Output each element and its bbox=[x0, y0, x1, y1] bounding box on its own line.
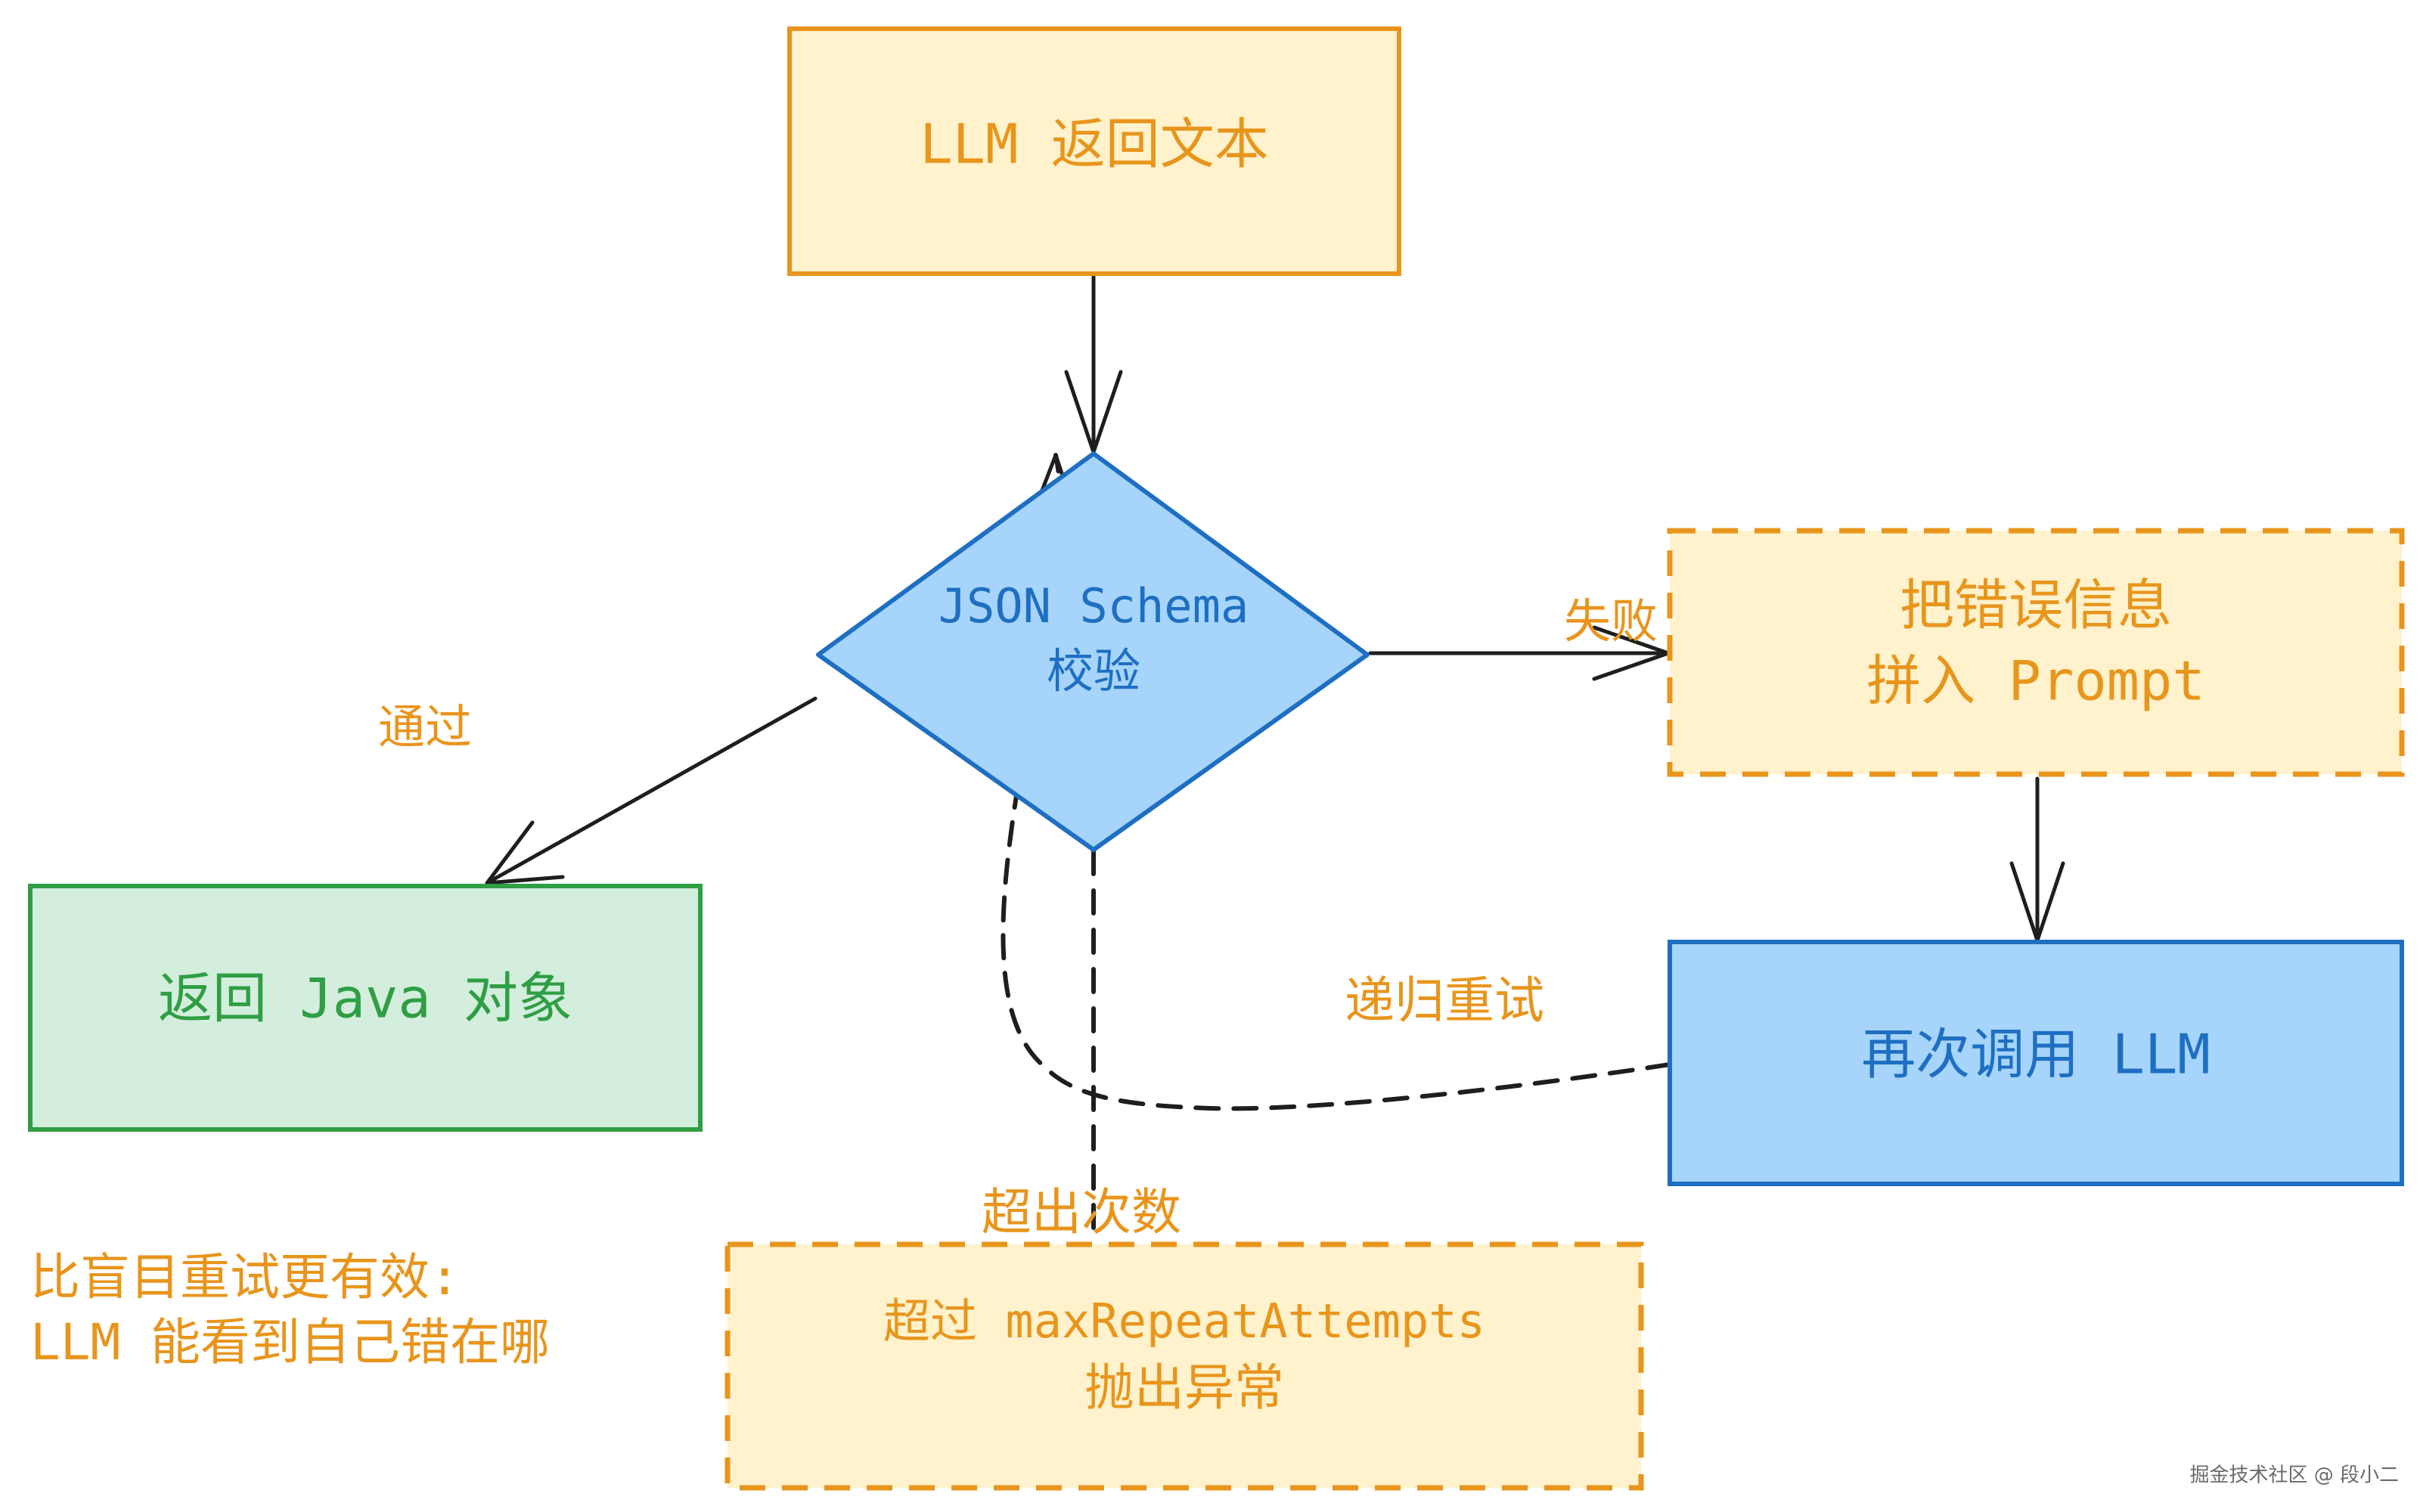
node-append-error-line2: 拼入 Prompt bbox=[1866, 649, 2204, 713]
watermark-text: 掘金技术社区 @ 段小二 bbox=[2189, 1464, 2399, 1487]
node-return-java-object[interactable]: 返回 Java 对象 bbox=[28, 884, 703, 1132]
node-schema-check-line1: JSON Schema bbox=[939, 578, 1249, 634]
node-llm-return-text[interactable]: LLM 返回文本 bbox=[787, 26, 1401, 276]
node-exceed-attempts-line1: 超过 maxRepeatAttempts bbox=[883, 1294, 1485, 1349]
edge-label-pass: 通过 bbox=[378, 699, 472, 754]
note-line1: 比盲目重试更有效: bbox=[30, 1248, 460, 1306]
node-append-error-line1: 把错误信息 bbox=[1900, 574, 2172, 637]
note-line2: LLM 能看到自己错在哪 bbox=[30, 1313, 550, 1371]
node-llm-return-text-label: LLM 返回文本 bbox=[920, 113, 1268, 176]
node-return-java-object-label: 返回 Java 对象 bbox=[158, 967, 572, 1030]
node-call-llm-again[interactable]: 再次调用 LLM bbox=[1668, 940, 2404, 1186]
node-append-error[interactable]: 把错误信息 拼入 Prompt bbox=[1667, 528, 2405, 777]
node-schema-check-line2: 校验 bbox=[1047, 643, 1140, 699]
node-exceed-attempts-line2: 抛出异常 bbox=[1084, 1359, 1284, 1417]
edge-append-to-call bbox=[2009, 776, 2065, 943]
edge-label-recursive-retry: 递归重试 bbox=[1345, 971, 1544, 1030]
edge-pass bbox=[485, 696, 818, 885]
node-call-llm-again-label: 再次调用 LLM bbox=[1861, 1023, 2210, 1086]
edge-text-to-check bbox=[1064, 274, 1123, 454]
edge-label-exceed-count: 超出次数 bbox=[982, 1183, 1181, 1241]
edge-label-fail: 失败 bbox=[1564, 593, 1658, 649]
node-exceed-attempts[interactable]: 超过 maxRepeatAttempts 抛出异常 bbox=[724, 1241, 1644, 1491]
node-schema-check[interactable]: JSON Schema 校验 bbox=[816, 451, 1370, 852]
